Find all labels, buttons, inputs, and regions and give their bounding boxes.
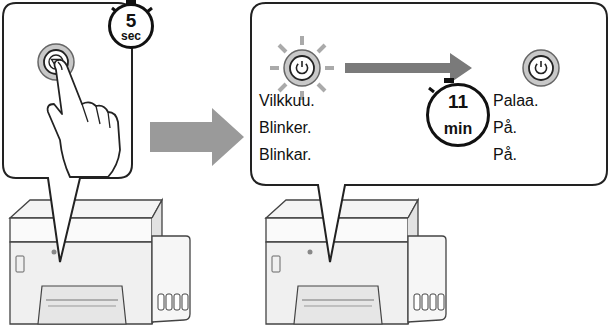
state-arrow bbox=[345, 53, 472, 83]
status-text: Palaa. På. På. bbox=[493, 87, 538, 168]
printer-right bbox=[266, 200, 446, 324]
callout-bubble bbox=[3, 3, 132, 262]
timer-text: 5 sec bbox=[115, 11, 147, 42]
callout-bubble bbox=[251, 3, 607, 262]
status-callout: Vilkkuu. Blinker. Blinkar. Palaa. På. På.… bbox=[251, 3, 607, 185]
stopwatch-badge: 11 min bbox=[426, 83, 490, 147]
power-light-on bbox=[523, 50, 559, 86]
stopwatch-badge: 5 sec bbox=[108, 3, 154, 49]
step-arrow bbox=[150, 108, 244, 166]
power-light-blinking bbox=[270, 36, 334, 100]
timer-text: 11 min bbox=[441, 88, 475, 142]
printer-left bbox=[10, 200, 190, 324]
pressing-finger bbox=[48, 60, 120, 177]
status-text: Vilkkuu. Blinker. Blinkar. bbox=[259, 87, 315, 168]
